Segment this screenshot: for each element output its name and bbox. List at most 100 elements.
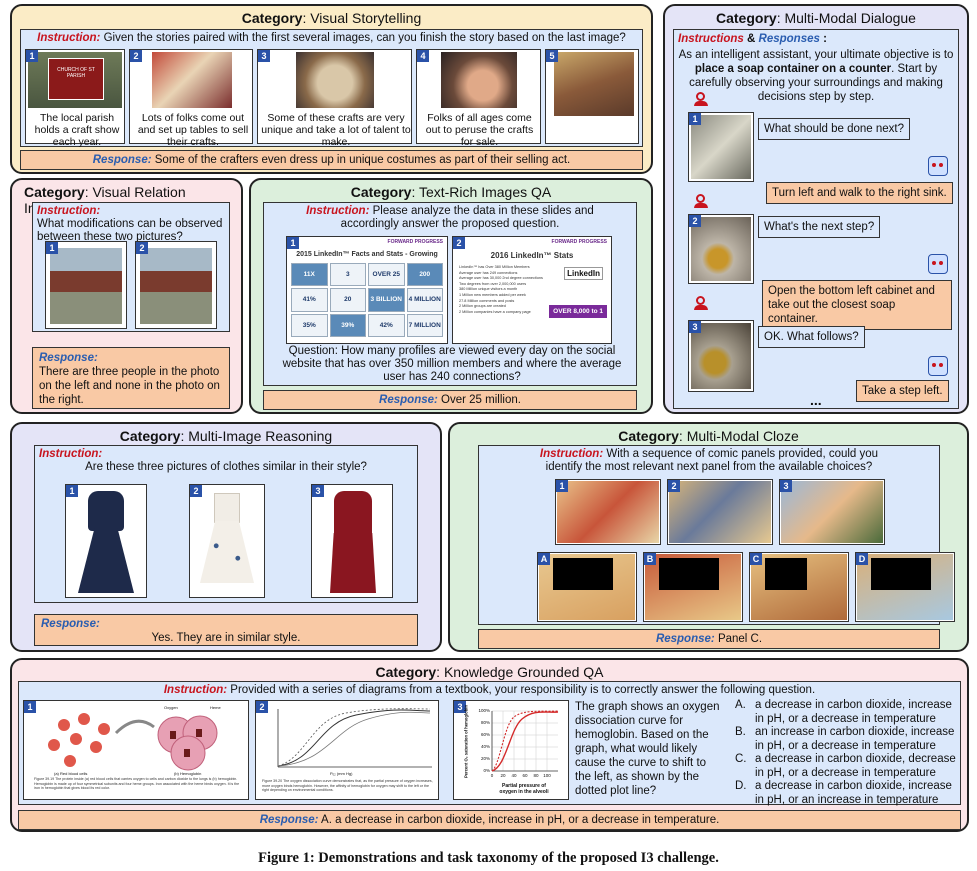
slide1-title: 2015 LinkedIn™ Facts and Stats - Growing	[296, 251, 438, 258]
fig1-label-oxygen: Oxygen	[164, 705, 178, 710]
knowledge-instruction: Instruction: Provided with a series of d…	[163, 684, 816, 696]
fig1-label-b: (b) Hemoglobin	[174, 771, 202, 776]
dialogue-panel: Category: Multi-Modal Dialogue Instructi…	[663, 4, 969, 414]
fig3-xtick: 80	[533, 773, 539, 778]
dialogue-ellipsis: ...	[810, 392, 822, 408]
fig3-ytick: 100%	[478, 708, 490, 713]
relation-instruction: Instruction:What modifications can be ob…	[37, 205, 223, 243]
fig3-xtick: 20	[500, 773, 506, 778]
slide2-title: 2016 LinkedIn™ Stats	[490, 251, 574, 260]
story-num-1: 1	[26, 50, 38, 62]
knowledge-question: The graph shows an oxygen dissociation c…	[575, 701, 720, 797]
user-avatar	[694, 92, 708, 108]
slide1-stat: 3	[329, 263, 366, 287]
fig3-ytick: 60%	[480, 732, 490, 737]
story-card-2: 2 Lots of folks come out and set up tabl…	[129, 49, 253, 148]
bot-icon	[928, 254, 948, 274]
fig3-ytick: 40%	[480, 744, 490, 749]
story-num-3: 3	[258, 50, 270, 62]
reasoning-box: Instruction: Are these three pictures of…	[34, 445, 418, 603]
textrich-response: Response: Over 25 million.	[263, 390, 637, 410]
story-text-1: The local parish holds a craft show each…	[34, 112, 120, 148]
story-text-2: Lots of folks come out and set up tables…	[137, 112, 249, 148]
storytelling-box: Instruction: Given the stories paired wi…	[20, 29, 643, 148]
reasoning-panel: Category: Multi-Image Reasoning Instruct…	[10, 422, 442, 652]
linkedin-logo: LinkedIn	[564, 267, 603, 280]
fig3-xtick: 0	[490, 773, 494, 778]
slide2-bullet: LinkedIn™ has Over 380 Million Members	[459, 265, 530, 269]
slide2-bullet: 2 Million companies have a company page	[459, 309, 531, 314]
story-image-4	[441, 52, 517, 108]
relation-box: Instruction:What modifications can be ob…	[32, 202, 230, 332]
fig3-ytick: 80%	[480, 720, 490, 725]
slide1-stat: 20	[329, 288, 366, 312]
user-avatar	[694, 194, 708, 210]
slide2-bullet: 1 Million new members added per week	[459, 292, 526, 297]
comic-panel-3: 3	[779, 479, 885, 545]
reasoning-instruction-label: Instruction:	[39, 448, 103, 460]
textbook-figure-2: 2 Pₒ₂ (mm Hg) Figure 39.20 The oxygen di…	[255, 700, 439, 800]
slide2-bullet: 2 Million groups are created	[459, 304, 506, 309]
fig3-ytick: 0%	[483, 768, 490, 773]
dialogue-box: Instructions & Responses : As an intelli…	[673, 29, 959, 409]
fig1-label-heme: Heme	[210, 705, 221, 710]
relation-image-2: 2	[135, 241, 217, 329]
reasoning-response: Response:Yes. They are in similar style.	[34, 614, 418, 646]
reasoning-instruction: Are these three pictures of clothes simi…	[85, 461, 367, 473]
knowledge-category: Category: Knowledge Grounded QA	[375, 664, 604, 680]
slide1-stat: 7 MILLION	[406, 313, 443, 337]
bot-icon	[928, 156, 948, 176]
relation-panel: Category: Visual Relation Inference Inst…	[10, 178, 243, 414]
comic-panel-2: 2	[667, 479, 773, 545]
slide1-stat: 11X	[291, 263, 328, 287]
story-num-2: 2	[130, 50, 142, 62]
hemoglobin-diagram	[48, 713, 218, 771]
dialogue-user-1: What should be done next?	[758, 118, 911, 140]
answer-option: B.an increase in carbon dioxide, increas…	[735, 726, 955, 752]
dialogue-user-2: What's the next step?	[758, 216, 881, 238]
cloze-instruction: Instruction: With a sequence of comic pa…	[539, 448, 879, 473]
cloze-category: Category: Multi-Modal Cloze	[618, 428, 799, 444]
storytelling-instruction: Instruction: Given the stories paired wi…	[37, 32, 626, 44]
fig3-xtick: 40	[511, 773, 517, 778]
textrich-category: Category: Text-Rich Images QA	[350, 184, 552, 200]
storytelling-response: Response: Some of the crafters even dres…	[20, 150, 643, 170]
story-text-3: Some of these crafts are very unique and…	[261, 112, 411, 148]
comic-choice-b[interactable]: B	[643, 552, 743, 622]
comic-choice-a[interactable]: A	[537, 552, 637, 622]
comic-choice-d[interactable]: D	[855, 552, 955, 622]
comic-choice-c[interactable]: C	[749, 552, 849, 622]
dialogue-image-2: 2	[688, 214, 754, 284]
story-image-1: CHURCH OF ST PARISH	[28, 52, 122, 108]
dress-image-2: 2	[189, 484, 265, 598]
relation-response: Response:There are three people in the p…	[32, 347, 230, 409]
slide2-bullet: Two degrees from over 2,000,000 users	[459, 281, 527, 286]
story-card-4: 4 Folks of all ages come out to peruse t…	[416, 49, 541, 148]
reasoning-category: Category: Multi-Image Reasoning	[119, 428, 333, 444]
user-avatar	[694, 296, 708, 312]
textrich-box: Instruction: Please analyze the data in …	[263, 202, 637, 386]
fig3-xtick: 100	[543, 773, 551, 778]
bot-icon	[928, 356, 948, 376]
story-card-5: 5	[545, 49, 639, 144]
dissociation-curves	[277, 708, 432, 768]
story-image-2	[152, 52, 232, 108]
slide1-stat: 200	[406, 263, 443, 287]
slide1-stat: 35%	[291, 313, 328, 337]
fig3-xtick: 60	[522, 773, 528, 778]
slide1-stat: 42%	[368, 313, 405, 337]
dialogue-bot-2: Open the bottom left cabinet and take ou…	[762, 280, 952, 330]
answer-option: A.a decrease in carbon dioxide, increase…	[735, 699, 952, 725]
slide1-stat: OVER 25	[368, 263, 405, 287]
textbook-figure-1: 1 (a) Red blood cells (b) Hemoglobin Oxy…	[23, 700, 249, 800]
slide1-stat: 39%	[329, 313, 366, 337]
dress-image-1: 1	[65, 484, 147, 598]
cloze-box: Instruction: With a sequence of comic pa…	[478, 445, 955, 625]
textrich-instruction: Instruction: Please analyze the data in …	[306, 205, 594, 230]
cloze-panel: Category: Multi-Modal Cloze Instruction:…	[448, 422, 969, 652]
knowledge-response: Response: A. a decrease in carbon dioxid…	[18, 810, 961, 830]
cloze-response: Response: Panel C.	[478, 629, 940, 649]
story-card-3: 3 Some of these crafts are very unique a…	[257, 49, 412, 148]
